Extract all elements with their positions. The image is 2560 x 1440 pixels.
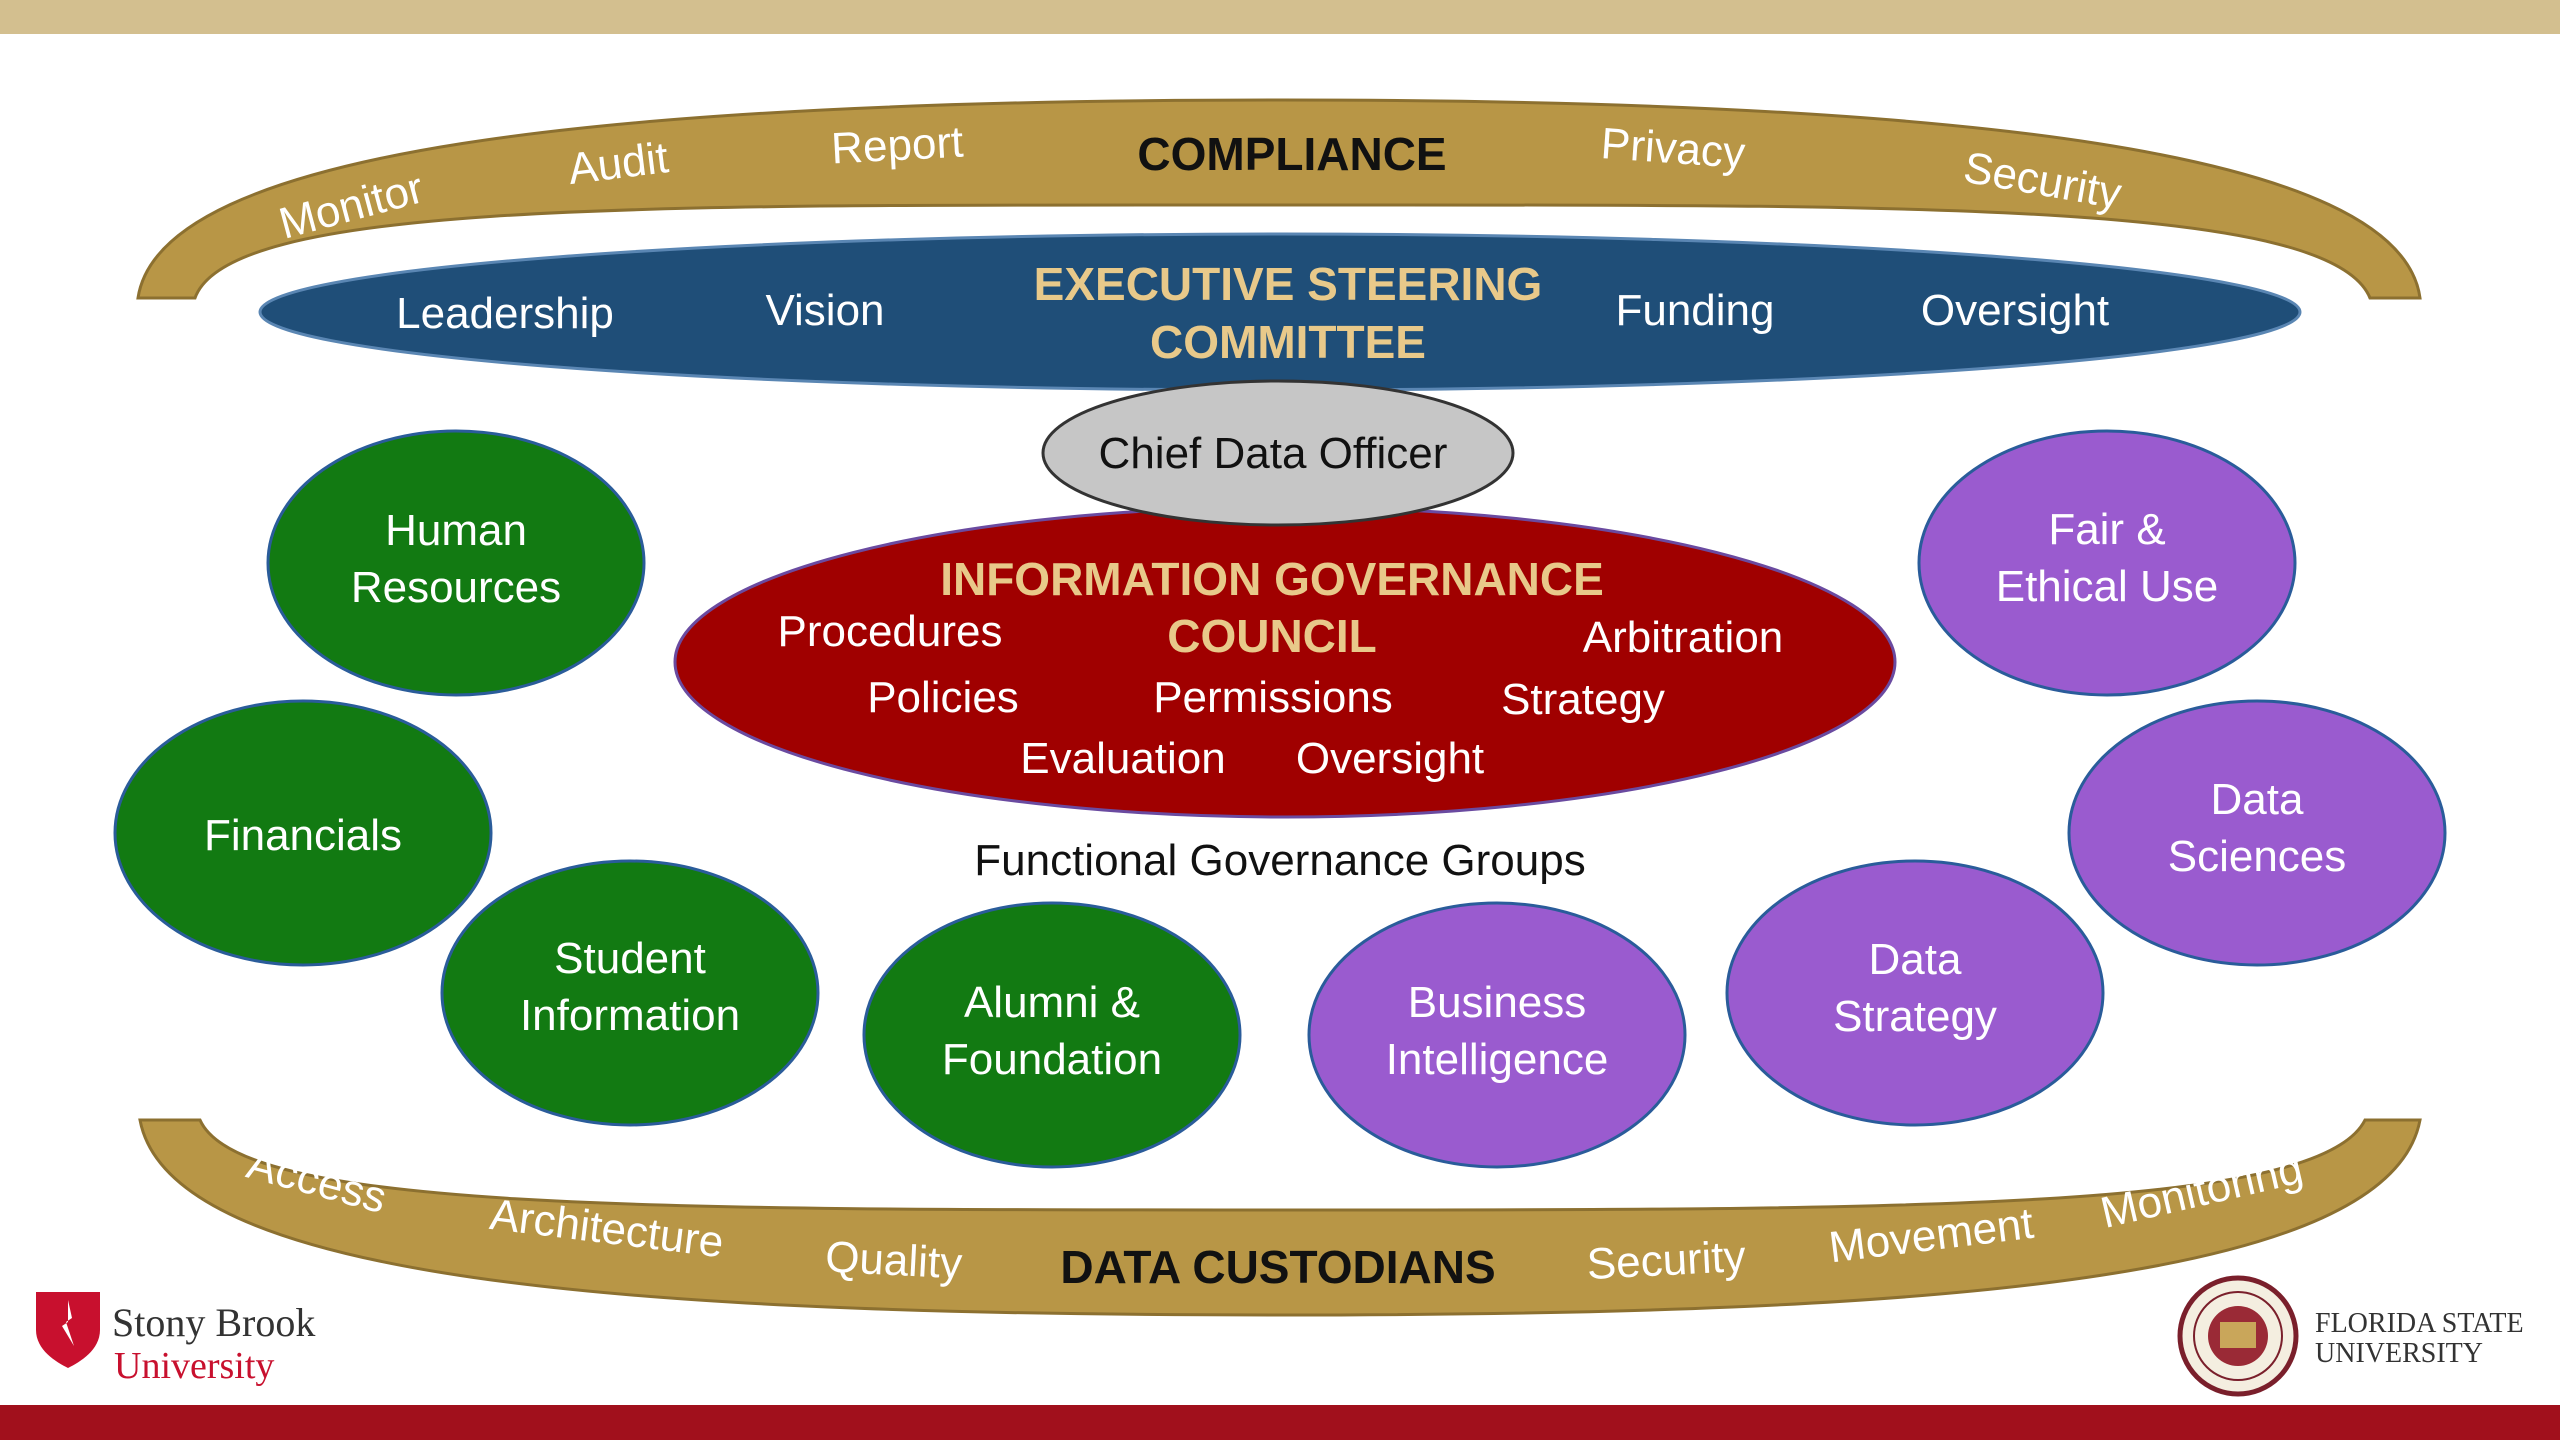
compliance-word: Privacy (1599, 119, 1746, 178)
steering-word: Funding (1615, 286, 1774, 335)
group-label-line1: Student (554, 934, 706, 983)
chief-data-officer-label: Chief Data Officer (1099, 429, 1448, 478)
council-word: Evaluation (1020, 734, 1225, 783)
group-label-line2: Foundation (942, 1035, 1162, 1084)
functional-groups-label: Functional Governance Groups (974, 836, 1585, 885)
custodians-title: DATA CUSTODIANS (1060, 1241, 1495, 1293)
group-label-line2: Information (520, 991, 740, 1040)
fsu-wordmark-line1: FLORIDA STATE (2315, 1308, 2524, 1339)
group-label-line2: Strategy (1833, 992, 1997, 1041)
council-title-line1: INFORMATION GOVERNANCE (940, 553, 1604, 605)
steering-word: Oversight (1921, 286, 2109, 335)
steering-title-line2: COMMITTEE (1150, 316, 1426, 368)
council-word: Policies (867, 673, 1019, 722)
compliance-title: COMPLIANCE (1137, 128, 1446, 180)
top-accent-bar (0, 0, 2560, 34)
group-label-line1: Financials (204, 811, 402, 860)
group-label-line1: Data (2211, 775, 2304, 824)
group-label-line2: Resources (351, 563, 561, 612)
group-label-line1: Fair & (2048, 505, 2165, 554)
data-custodians-arc (138, 1118, 2422, 1317)
stony-brook-logo: Stony Brook University (36, 1292, 315, 1387)
stony-brook-wordmark-line1: Stony Brook (112, 1300, 315, 1345)
group-label-line1: Data (1869, 935, 1962, 984)
group-label-line1: Alumni & (964, 978, 1140, 1027)
group-fair-ethical-use: Fair & Ethical Use (1917, 429, 2297, 697)
steering-word: Leadership (396, 289, 614, 338)
steering-word: Vision (765, 286, 884, 335)
group-label-line2: Sciences (2168, 832, 2347, 881)
chief-data-officer-ellipse (1041, 379, 1515, 527)
group-label-line1: Human (385, 506, 527, 555)
group-business-intelligence: Business Intelligence (1307, 901, 1687, 1169)
fsu-wordmark-line2: UNIVERSITY (2315, 1338, 2483, 1369)
group-label-line1: Business (1408, 978, 1587, 1027)
council-word: Oversight (1296, 734, 1484, 783)
compliance-arc (136, 98, 2422, 300)
stony-brook-wordmark-line2: University (114, 1345, 274, 1387)
council-title-line2: COUNCIL (1167, 610, 1377, 662)
group-human-resources: Human Resources (266, 429, 646, 697)
group-data-sciences: Data Sciences (2067, 699, 2447, 967)
group-label-line2: Ethical Use (1996, 562, 2219, 611)
group-alumni-foundation: Alumni & Foundation (862, 901, 1242, 1169)
group-financials: Financials (113, 699, 493, 967)
bottom-accent-bar (0, 1405, 2560, 1440)
group-data-strategy: Data Strategy (1725, 859, 2105, 1127)
compliance-word: Report (830, 118, 964, 174)
custodians-word: Quality (824, 1232, 963, 1288)
group-label-line2: Intelligence (1386, 1035, 1609, 1084)
council-word: Permissions (1153, 673, 1393, 722)
florida-state-logo: FLORIDA STATE UNIVERSITY (2177, 1275, 2524, 1397)
council-word: Arbitration (1583, 613, 1784, 662)
council-word: Procedures (777, 607, 1002, 656)
custodians-word: Security (1586, 1232, 1747, 1289)
council-word: Strategy (1501, 675, 1665, 724)
group-student-information: Student Information (440, 859, 820, 1127)
steering-title-line1: EXECUTIVE STEERING (1034, 258, 1543, 310)
compliance-word: Audit (565, 133, 671, 194)
